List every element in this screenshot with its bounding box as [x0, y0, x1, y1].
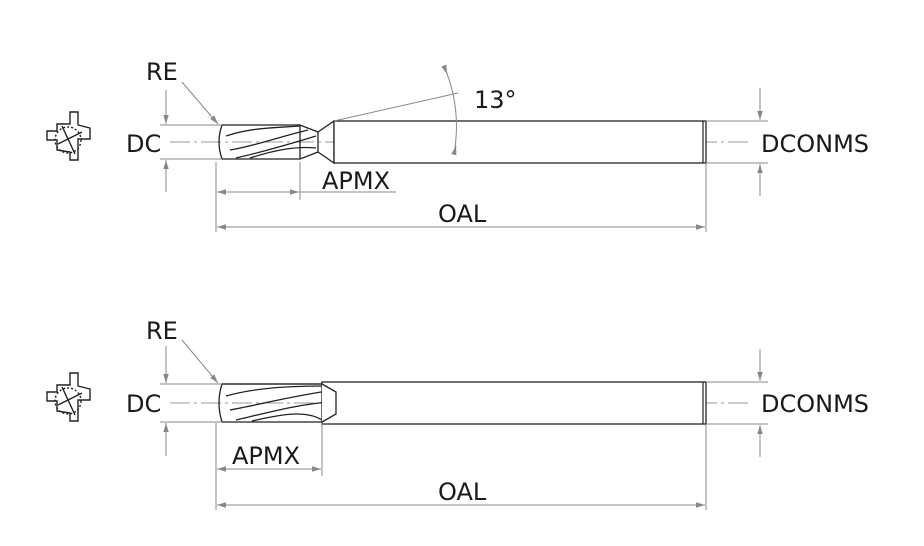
dc-label: DC	[126, 390, 161, 418]
dconms-dimension	[706, 349, 768, 457]
oal-dimension	[217, 163, 707, 232]
apmx-dimension	[215, 423, 323, 510]
end-view-icon	[46, 111, 91, 161]
re-leader	[181, 339, 219, 384]
apmx-label: APMX	[322, 167, 390, 195]
cutting-head-edge	[321, 383, 337, 423]
dc-dimension	[160, 90, 222, 192]
re-leader	[181, 81, 219, 125]
apmx-label: APMX	[232, 442, 300, 470]
dconms-label: DCONMS	[761, 130, 869, 158]
dconms-dimension	[706, 88, 768, 196]
dc-label: DC	[126, 130, 161, 158]
oal-label: OAL	[438, 200, 487, 228]
end-view-icon	[46, 372, 91, 422]
oal-label: OAL	[438, 478, 487, 506]
re-label: RE	[146, 58, 178, 86]
angle-dimension	[333, 64, 459, 156]
end-mill-drawing-straight: RE DC APMX OAL DCONMS	[46, 317, 869, 510]
angle-label: 13°	[474, 86, 517, 114]
dc-dimension	[160, 346, 222, 456]
shank	[333, 120, 707, 164]
oal-dimension	[217, 424, 707, 510]
apmx-dimension	[215, 162, 396, 232]
re-label: RE	[146, 317, 178, 345]
dconms-label: DCONMS	[761, 390, 869, 418]
cutting-head	[218, 124, 319, 160]
end-mill-drawing-tapered: RE DC 13° APMX OAL DCONMS	[46, 58, 869, 232]
